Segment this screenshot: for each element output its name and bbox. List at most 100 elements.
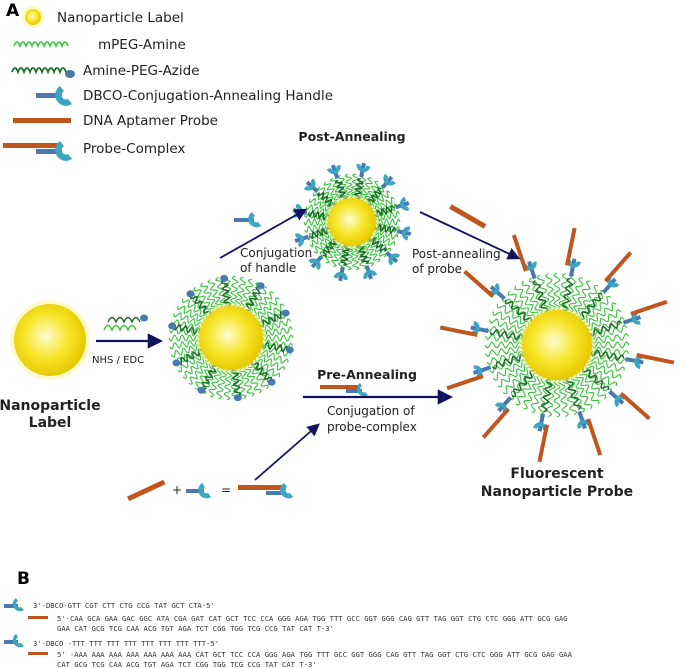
legend-label-probe-complex: Probe-Complex (83, 141, 185, 157)
mpeg-strand (372, 196, 395, 213)
mpeg-strand (492, 359, 527, 381)
post-probe-line2: of probe (412, 262, 462, 276)
probe-arm (533, 413, 549, 463)
azide-strand (261, 341, 289, 353)
conj-handle-line1: Conjugation (240, 246, 312, 260)
post-annealing-arrow (419, 211, 521, 260)
mpeg-strand (208, 367, 222, 397)
fluorescent-nanoparticle-probe (439, 227, 675, 463)
nanoparticle-core (328, 198, 376, 246)
sequence-1-probe-line2: GAA CAT GCG TCG CAA ACG TGT AGA TCT CGG … (57, 624, 334, 633)
mpeg-strand (259, 349, 289, 364)
legend-label-azide: Amine-PEG-Azide (83, 63, 200, 79)
azide-strand (259, 311, 285, 328)
mpeg-strand (304, 222, 329, 234)
probe-complex-icon (3, 141, 72, 161)
mpeg-strand (496, 304, 529, 326)
pegylated-nanoparticle (168, 274, 294, 402)
azide-end (285, 346, 294, 354)
mpeg-strand (261, 318, 292, 333)
mpeg-strand (254, 358, 281, 378)
dbco-handle (326, 164, 341, 180)
mpeg-strand (239, 367, 255, 397)
azide-end (233, 394, 242, 402)
probe-arm (463, 269, 506, 301)
mpeg-strand (545, 273, 557, 311)
mpeg-strand (324, 240, 340, 264)
mpeg-strand (364, 180, 380, 204)
sequence-block-1: 3'-DBCO-GTT CGT CTT CTG CCG TAT GCT CTA-… (4, 598, 568, 633)
dbco-handle (356, 162, 371, 178)
mpeg-strand (492, 311, 527, 329)
pre-annealing-complex-icon (320, 383, 368, 397)
conj-complex-line1: Conjugation of (327, 404, 415, 418)
azide-strand (580, 292, 603, 321)
mpeg-strand (308, 197, 332, 212)
mpeg-strand (257, 354, 285, 371)
azide-strand (589, 320, 623, 337)
mpeg-strand (587, 361, 622, 379)
mpeg-strand (530, 377, 546, 413)
azide-end (168, 322, 177, 330)
mpeg-strand (585, 364, 618, 386)
equals-sign: = (221, 483, 231, 497)
dbco-handle (303, 178, 319, 194)
mpeg-strand (303, 218, 329, 226)
mpeg-strand (170, 343, 201, 358)
mpeg-strand (485, 345, 523, 357)
azide-strand (367, 187, 383, 206)
mpeg-strand (557, 379, 569, 417)
mpeg-strand (313, 234, 334, 254)
probe-arm (601, 251, 633, 294)
mpeg-strand (169, 339, 200, 350)
mpeg-strand (350, 245, 360, 271)
mpeg-strand (537, 274, 552, 312)
mpeg-strand (575, 373, 600, 405)
azide-strand (334, 179, 348, 200)
azide-strand (374, 223, 396, 235)
mpeg-strand (568, 277, 584, 313)
mpeg-strand (262, 326, 293, 337)
mpeg-amine-icon (13, 41, 69, 49)
azide-strand (374, 204, 395, 218)
legend: Nanoparticle Label mPEG-Amine Amine-PEG-… (3, 6, 333, 161)
mpeg-strand (193, 287, 215, 313)
dbco-handle (294, 233, 310, 248)
mpeg-strand (523, 375, 541, 410)
nanoparticle-icon (22, 6, 44, 28)
mpeg-strand (590, 325, 628, 340)
mpeg-strand (489, 318, 525, 334)
nhs-edc-label: NHS / EDC (92, 355, 144, 366)
conj-handle-line2: of handle (240, 261, 296, 275)
dbco-handle-icon (36, 86, 72, 106)
mpeg-strand (168, 334, 200, 342)
mpeg-strand (177, 352, 204, 373)
azide-strand (590, 349, 625, 362)
legend-label-mpeg: mPEG-Amine (98, 37, 186, 53)
azide-strand (177, 348, 203, 365)
mpeg-strand (591, 341, 630, 349)
azide-strand (189, 294, 212, 315)
post-annealing-title: Post-Annealing (298, 129, 405, 144)
azide-strand (201, 364, 217, 390)
handle-reagent-icon (234, 212, 261, 228)
azide-strand (309, 226, 330, 240)
mpeg-strand (573, 280, 591, 315)
nanoparticle-label-line2: Label (29, 415, 72, 431)
conjugation-handle-arrow (219, 208, 308, 259)
mpeg-strand (181, 298, 208, 318)
equation-handle-icon (186, 483, 211, 499)
dbco-handle (394, 196, 410, 211)
azide-strand (250, 361, 273, 382)
mpeg-strand (262, 334, 294, 342)
probe-arm (446, 365, 492, 391)
mpeg-strand (576, 284, 598, 317)
probe-complex-arrow (254, 423, 320, 481)
equation-probe-icon (127, 479, 166, 502)
mpeg-strand (350, 173, 360, 199)
mpeg-strand (240, 279, 254, 309)
panel-a-label: A (6, 1, 20, 21)
azide-strand (356, 244, 370, 265)
mpeg-strand (484, 341, 523, 349)
mpeg-strand (182, 356, 207, 379)
